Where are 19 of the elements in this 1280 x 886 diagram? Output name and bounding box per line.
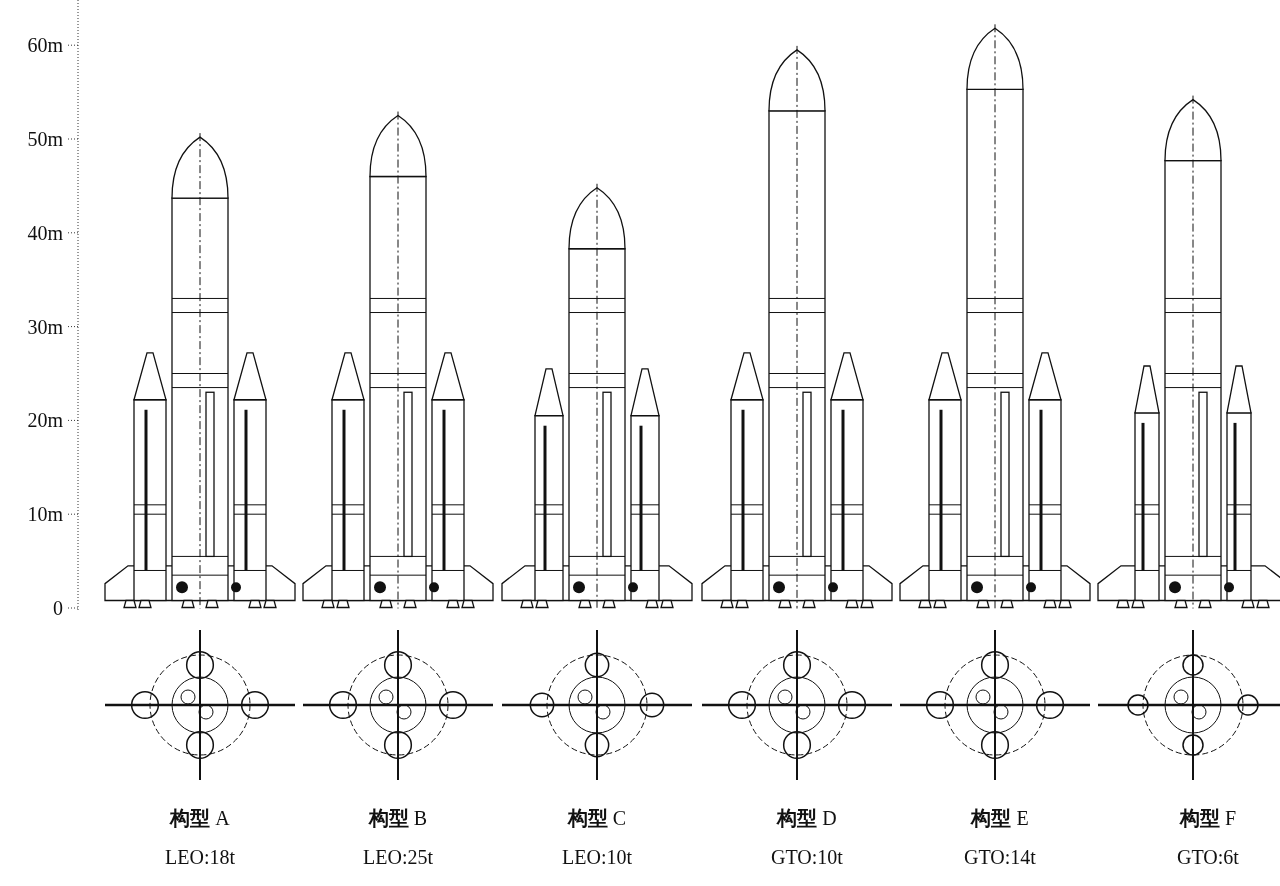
payload-label: GTO:6t	[1177, 845, 1239, 869]
axis-tick-label: 50m	[27, 127, 63, 151]
payload-label: LEO:10t	[562, 845, 632, 869]
configuration-label: 构型 F	[1179, 806, 1237, 830]
axis-tick-label: 20m	[27, 408, 63, 433]
axis-tick-label: 40m	[27, 220, 63, 245]
configuration-label: 构型 B	[368, 806, 428, 830]
configuration-label: 构型 A	[170, 806, 230, 830]
configuration-label: 构型 C	[567, 806, 627, 830]
axis-tick-label: 10m	[27, 502, 63, 527]
payload-label: GTO:14t	[964, 845, 1036, 869]
payload-label: LEO:18t	[165, 845, 235, 869]
payload-label: LEO:25t	[363, 845, 433, 869]
axis-tick-label: 60m	[27, 33, 63, 58]
axis-tick-label: 30m	[27, 314, 63, 339]
payload-label: GTO:10t	[771, 845, 843, 869]
configuration-label: 构型 D	[777, 806, 837, 830]
axis-tick-label: 0	[53, 596, 63, 620]
configuration-label: 构型 E	[971, 806, 1029, 830]
